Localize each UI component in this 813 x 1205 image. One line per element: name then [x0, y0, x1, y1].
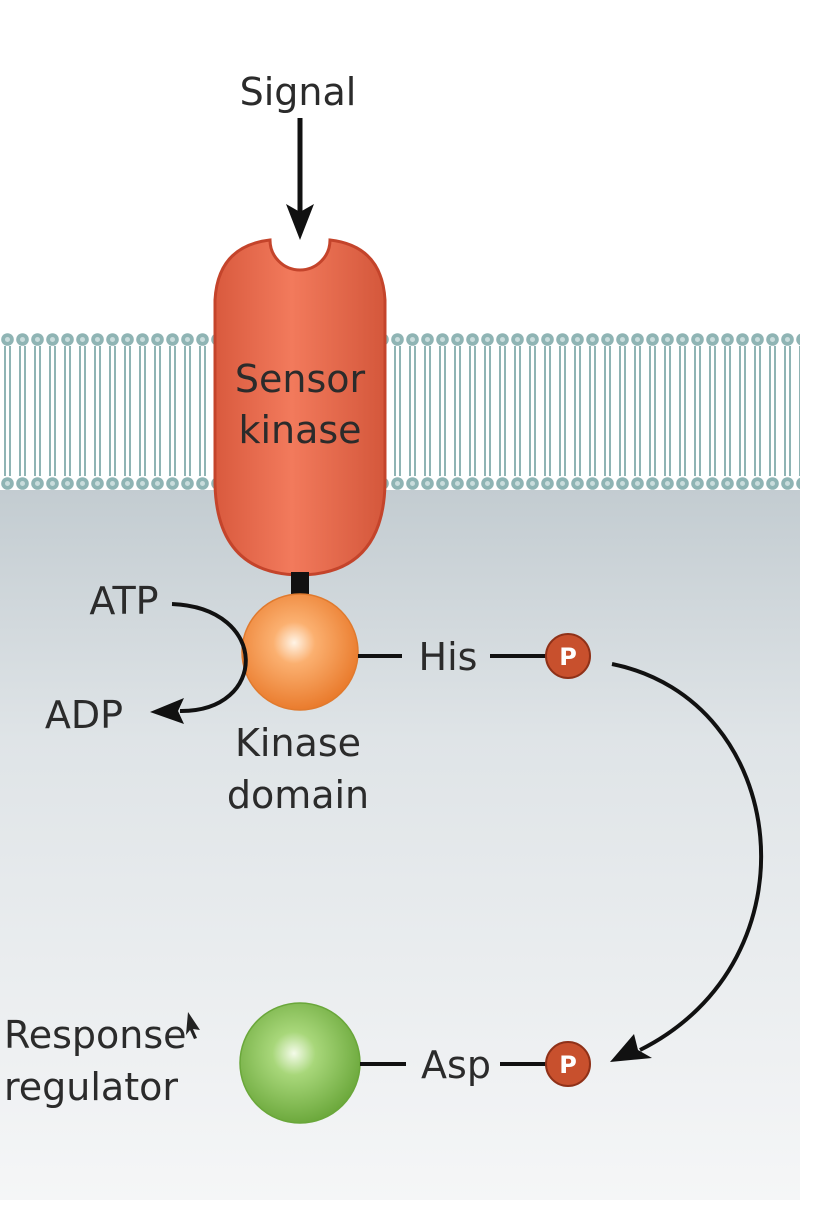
- kinase-domain-line2: domain: [227, 773, 369, 817]
- asp-label: Asp: [421, 1043, 491, 1087]
- sensor-label-line2: kinase: [238, 408, 361, 452]
- cell-membrane: [0, 332, 800, 491]
- signal-arrowhead: [286, 204, 314, 240]
- kinase-domain: [241, 593, 359, 711]
- asp-phosphate: [545, 1041, 591, 1087]
- right-edge: [800, 0, 813, 1200]
- atp-adp-arrow: [171, 602, 248, 714]
- response-label-line2: regulator: [4, 1065, 178, 1109]
- cursor-icon: [186, 1012, 200, 1039]
- phosphotransfer-arrowhead: [610, 1034, 652, 1062]
- kinase-stalk: [291, 572, 309, 600]
- his-phosphate: [545, 633, 591, 679]
- atp-label: ATP: [89, 579, 158, 623]
- atp-adp-arrowhead: [150, 698, 184, 724]
- phosphotransfer-arrow: [611, 662, 764, 1052]
- sensor-kinase: [213, 238, 387, 577]
- adp-label: ADP: [45, 693, 123, 737]
- his-label: His: [419, 635, 478, 679]
- cytoplasm: [0, 490, 800, 1200]
- response-regulator: [239, 1002, 361, 1124]
- his-phosphate-label: P: [559, 643, 577, 671]
- signal-label: Signal: [240, 70, 357, 114]
- sensor-label-line1: Sensor: [235, 357, 366, 401]
- asp-phosphate-label: P: [559, 1051, 577, 1079]
- response-label-line1: Response: [4, 1013, 187, 1057]
- kinase-domain-line1: Kinase: [235, 721, 361, 765]
